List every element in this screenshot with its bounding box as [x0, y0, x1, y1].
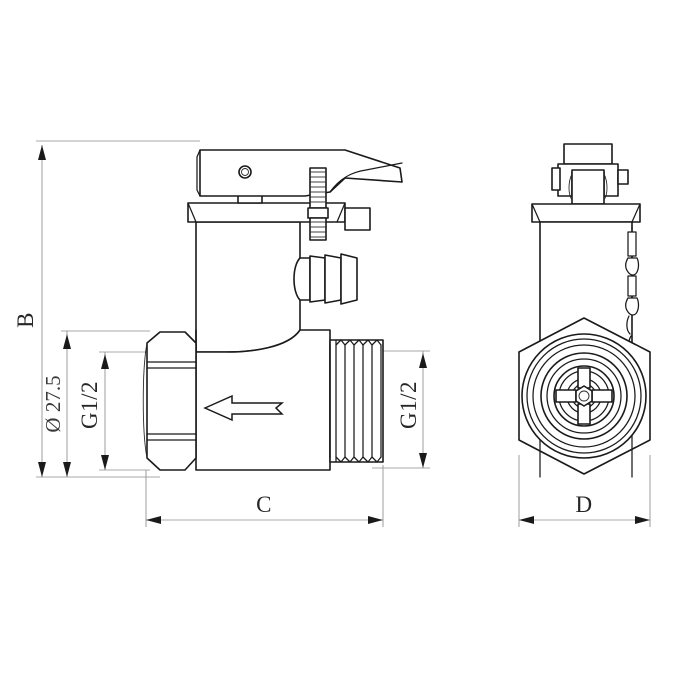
lever-bolt-lower: [309, 217, 327, 241]
dim-arrow-d-left: [519, 516, 534, 524]
dim-label-diameter: Ø 27.5: [41, 375, 65, 432]
cross-spokes: [555, 367, 613, 425]
dimension-labels: B Ø 27.5 G1/2 G1/2 C D: [13, 312, 592, 517]
drain-barb-3: [340, 253, 358, 305]
clevis-inner-left: [568, 173, 573, 201]
hex-nut-left-edge: [142, 342, 148, 459]
male-thread-crests: [335, 339, 382, 463]
dim-arrow-dia-top: [63, 334, 71, 349]
flange-collar-chamfer: [187, 202, 346, 223]
front-view: [142, 149, 403, 471]
dim-arrow-b-bottom: [38, 462, 46, 477]
lever-clevis: [551, 143, 629, 205]
dim-arrow-g12-right-bottom: [419, 453, 427, 468]
dim-label-d: D: [575, 492, 592, 517]
dim-arrow-dia-bottom: [63, 462, 71, 477]
pivot-hole: [238, 165, 252, 179]
dimension-layer: [36, 140, 651, 527]
center-hex: [575, 385, 593, 407]
dim-label-thread-inlet: G1/2: [77, 381, 102, 429]
clevis-pin-right: [617, 169, 629, 185]
pivot-hole-inner: [241, 168, 249, 176]
lever-bolt-collar: [307, 207, 329, 219]
ring-outer-2: [526, 338, 642, 454]
clevis-pin-left: [551, 167, 561, 191]
clevis-inner-right: [603, 173, 608, 201]
clevis-top-plate: [563, 143, 613, 165]
ring-outer-3: [532, 344, 636, 448]
male-thread: [329, 339, 384, 463]
clevis-post: [571, 169, 605, 205]
lever-bolt-threads: [310, 171, 326, 238]
dim-label-b: B: [13, 312, 38, 328]
drain-barb-1: [309, 255, 326, 303]
ring-mid-2: [546, 358, 622, 434]
hex-nut-body: [146, 331, 197, 471]
side-flange-collar: [531, 203, 641, 223]
dim-arrow-d-right: [635, 516, 650, 524]
dim-arrow-g12-left-top: [101, 354, 109, 369]
lever-handle-edge: [196, 149, 201, 197]
spoke-bottom: [577, 403, 591, 425]
bolt-seat: [344, 207, 371, 231]
spring-chain: [625, 225, 640, 353]
spoke-left: [555, 389, 577, 403]
dim-label-thread-outlet: G1/2: [396, 381, 421, 429]
dim-arrow-c-right: [368, 516, 383, 524]
spoke-right: [591, 389, 613, 403]
male-thread-body: [329, 339, 384, 463]
dim-label-c: C: [256, 492, 272, 517]
flow-direction-arrow: [203, 394, 285, 422]
lever-bolt: [307, 167, 329, 241]
spoke-top: [577, 367, 591, 389]
dim-arrow-c-left: [146, 516, 161, 524]
drain-barb-2: [324, 254, 342, 304]
hex-nut: [142, 331, 197, 471]
side-view: [518, 143, 651, 478]
drain-nipple: [293, 253, 358, 305]
drain-nipple-base: [293, 257, 311, 301]
center-bore: [578, 390, 590, 402]
lever-tail-curve: [329, 162, 403, 193]
side-flange-chamfer: [531, 203, 641, 223]
body-fillet: [227, 329, 301, 353]
dim-arrow-g12-left-bottom: [101, 455, 109, 470]
vertical-body: [195, 221, 301, 353]
dim-arrow-g12-right-top: [419, 353, 427, 368]
male-thread-zigzag: [335, 339, 382, 463]
dim-arrow-b-top: [38, 145, 46, 160]
